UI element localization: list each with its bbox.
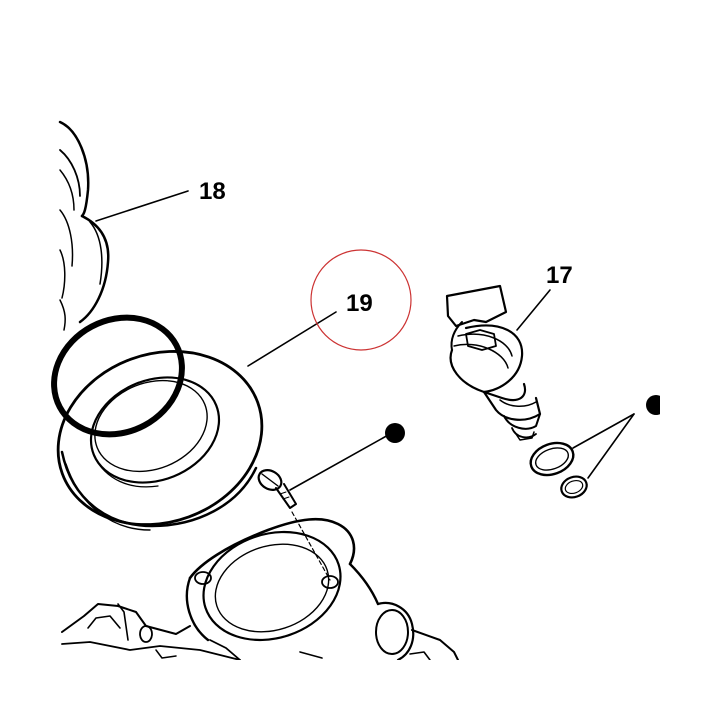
leader-lines (95, 190, 635, 491)
reference-dot-screw (385, 423, 405, 443)
callout-19-highlight-ring (310, 249, 412, 351)
crop-mask-right (660, 0, 720, 720)
leader-dot-right-b (587, 413, 635, 479)
leader-dot-right-a (572, 413, 635, 449)
crop-mask-bottom (0, 660, 720, 720)
o-rings-small (529, 441, 588, 499)
leader-19 (247, 311, 337, 367)
callout-18-label: 18 (199, 178, 226, 205)
screw (257, 469, 297, 509)
callout-17-label: 17 (546, 262, 573, 289)
leader-18 (95, 190, 189, 222)
part-19-seal-ring (56, 350, 264, 531)
leader-dot-screw (289, 433, 391, 491)
part-18-housing (58, 120, 110, 331)
leader-17 (516, 289, 551, 331)
o-ring-large (51, 314, 185, 438)
screw-path-dashed (291, 511, 331, 581)
part-17-injector-valve (445, 284, 542, 441)
callout-19-label: 19 (346, 290, 373, 317)
throttle-body-housing (61, 517, 459, 662)
